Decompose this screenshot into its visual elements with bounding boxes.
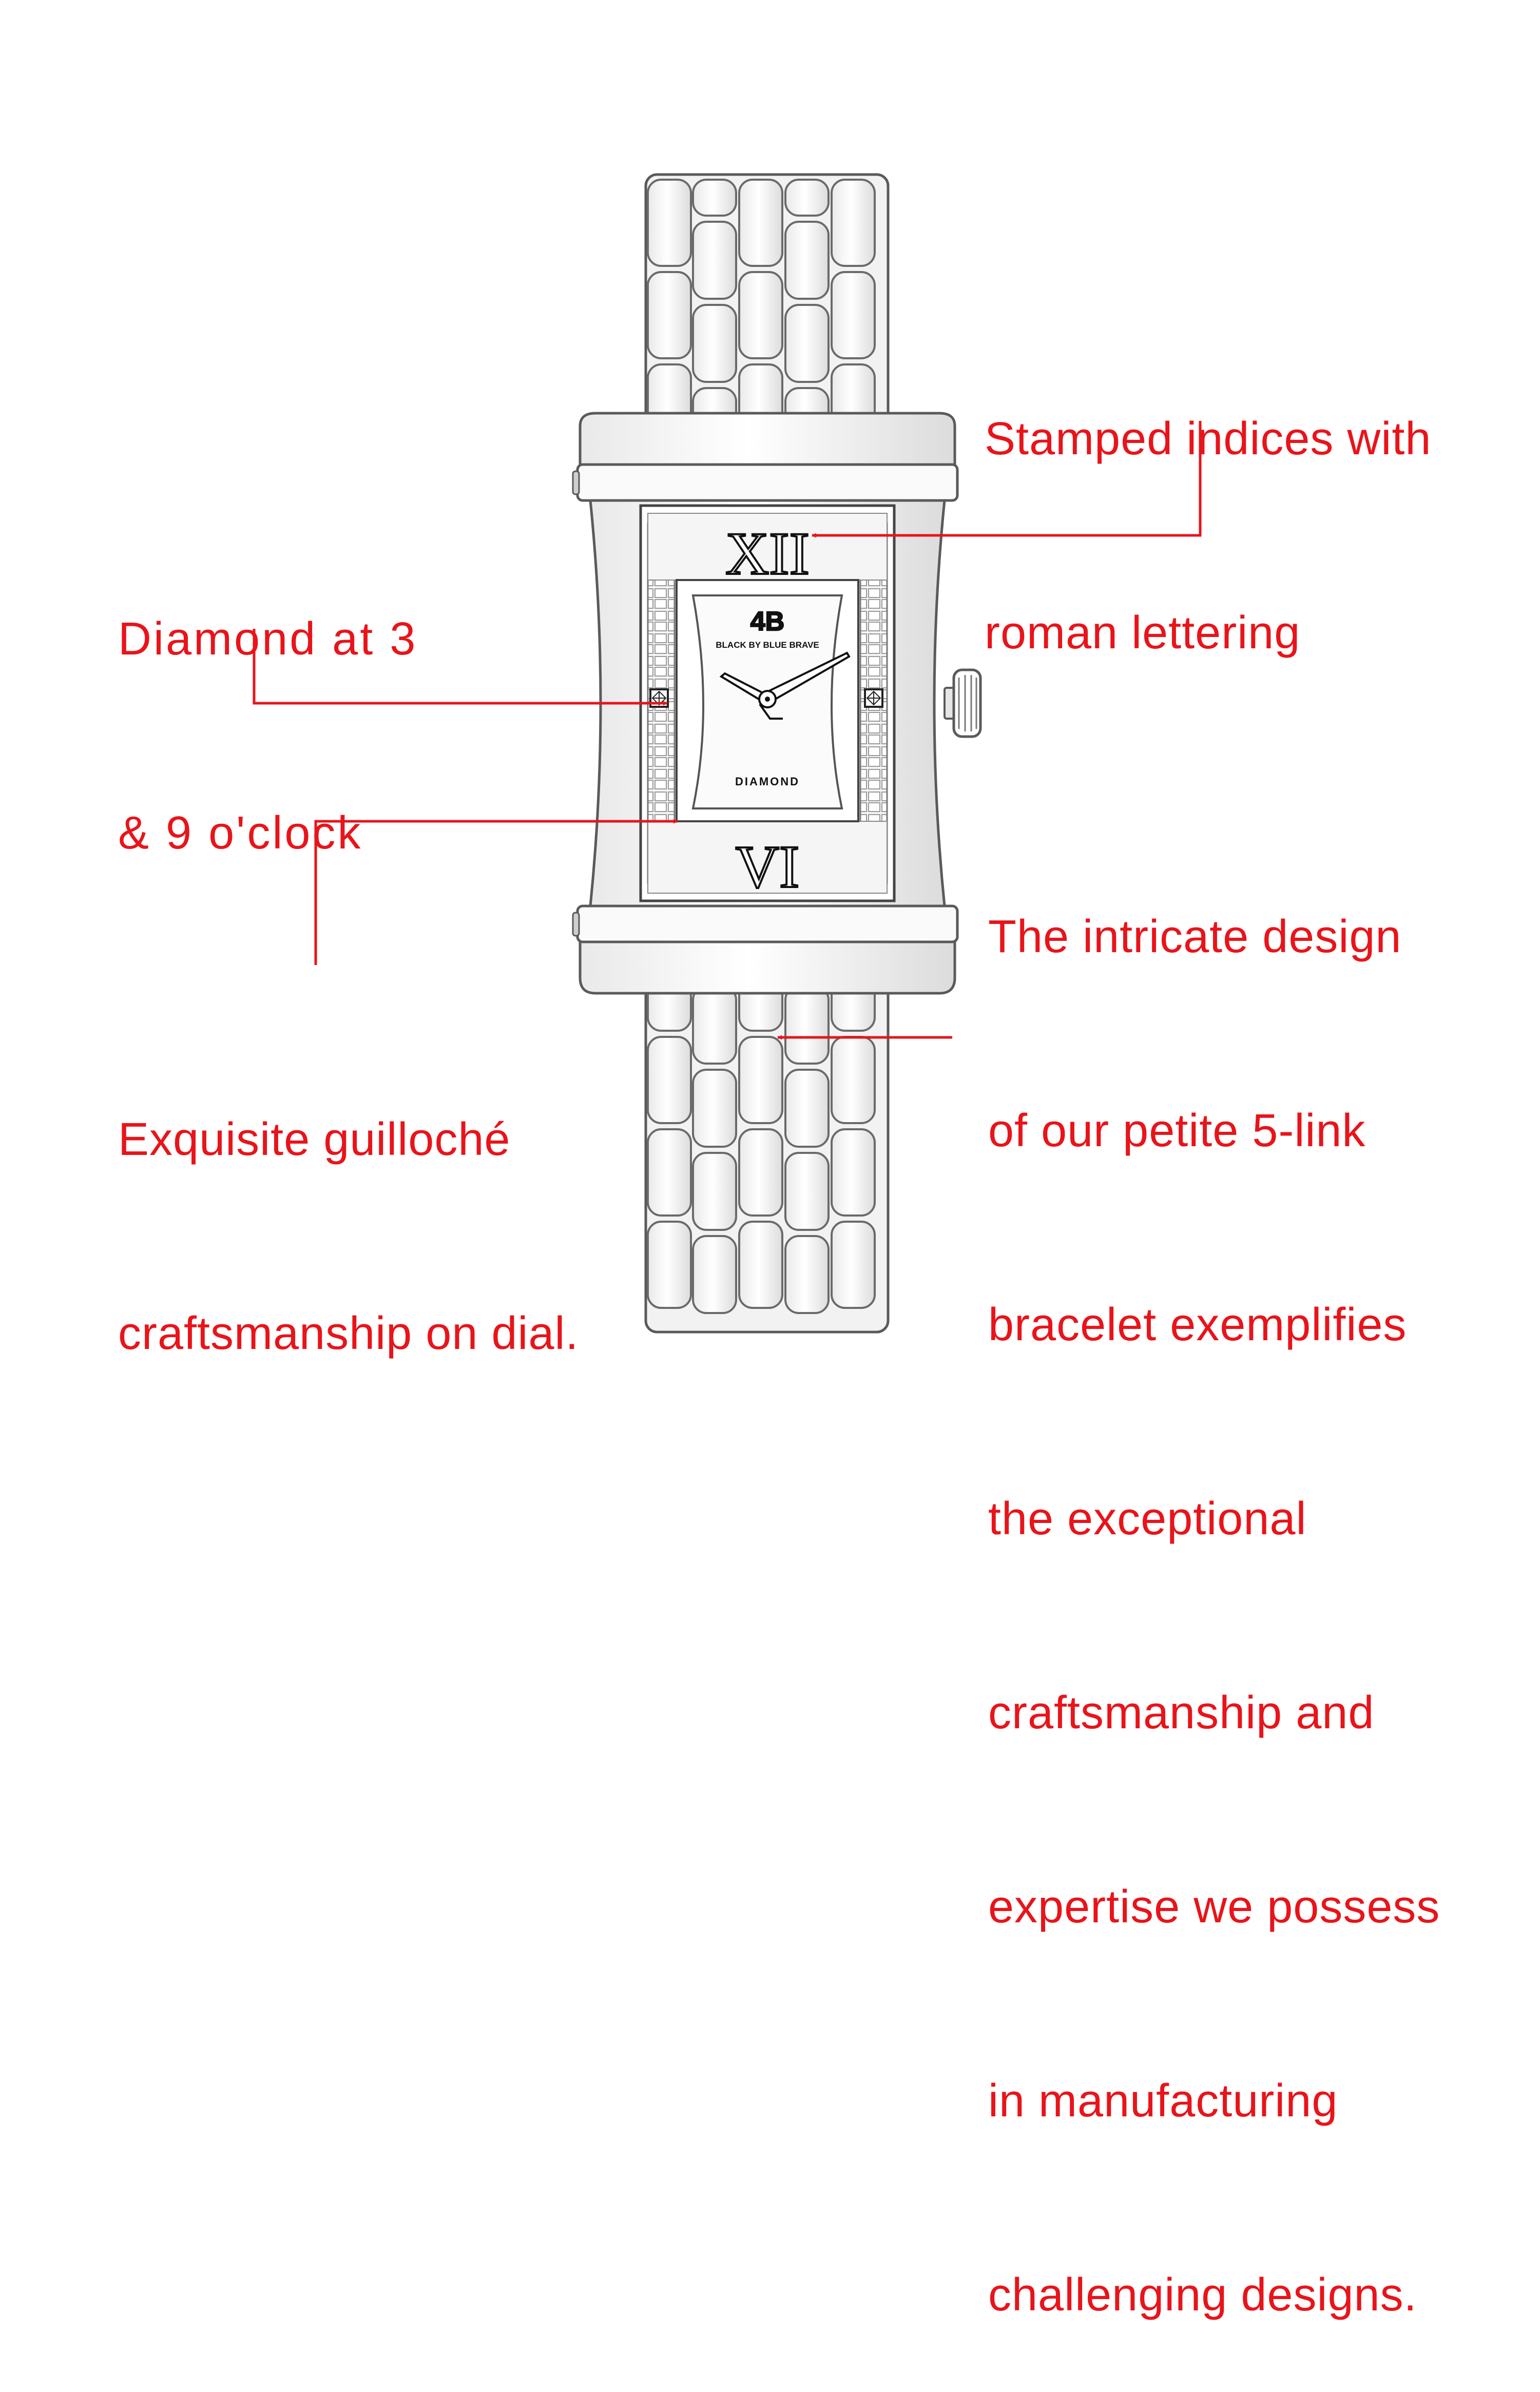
- callout-line: challenging designs.: [988, 2269, 1417, 2321]
- callout-leaders: [253, 421, 1202, 1040]
- callout-line: bracelet exemplifies: [988, 1299, 1407, 1351]
- leader-diamond: [253, 629, 668, 706]
- callout-line: in manufacturing: [988, 2075, 1338, 2127]
- callout-line: craftsmanship on dial.: [118, 1308, 579, 1359]
- dial: XII VI 4B BLACK BY BLUE BRAVE DIAMOND: [639, 504, 896, 902]
- leader-indices: [812, 421, 1202, 538]
- watch-hands: [719, 651, 851, 720]
- bracelet-link: [831, 1128, 876, 1217]
- callout-line: of our petite 5-link: [988, 1105, 1366, 1156]
- bracelet-link: [738, 1036, 783, 1124]
- bracelet-link: [831, 1221, 876, 1309]
- bracelet-link: [647, 179, 692, 267]
- bracelet-link: [738, 1221, 783, 1309]
- bracelet-link: [692, 179, 737, 217]
- bracelet-link: [738, 1128, 783, 1217]
- index-vi: VI: [736, 833, 800, 900]
- bracelet-link: [647, 1036, 692, 1124]
- index-xii: XII: [725, 520, 810, 587]
- diamond-3-oclock: [864, 688, 883, 708]
- callout-line: expertise we possess: [988, 1881, 1440, 1933]
- callout-line: craftsmanship and: [988, 1687, 1375, 1739]
- bracelet-link: [784, 221, 830, 300]
- bracelet-link: [784, 1069, 830, 1148]
- leader-guilloche: [314, 819, 678, 965]
- crown: [944, 668, 982, 738]
- pin-bottom-left: [572, 912, 580, 937]
- bracelet-link: [738, 271, 783, 359]
- dial-label: DIAMOND: [735, 775, 800, 788]
- callout-line: Stamped indices with: [985, 413, 1432, 465]
- bracelet-link: [784, 1235, 830, 1314]
- bracelet-link: [692, 1069, 737, 1148]
- bracelet-link: [647, 1221, 692, 1309]
- bracelet-lower: [644, 938, 890, 1334]
- bracelet-link: [692, 986, 737, 1065]
- pin-top-left: [572, 470, 580, 495]
- bracelet-link: [831, 271, 876, 359]
- seconds-tail: [759, 703, 783, 720]
- dial-upper-panel: [647, 513, 888, 581]
- callout-bracelet: The intricate design of our petite 5-lin…: [988, 775, 1440, 2392]
- bracelet-link: [831, 1036, 876, 1124]
- bracelet-link: [647, 271, 692, 359]
- bracelet-link: [784, 1152, 830, 1231]
- callout-guilloche: Exquisite guilloché craftsmanship on dia…: [118, 978, 579, 1431]
- brand-name: BLACK BY BLUE BRAVE: [716, 640, 819, 650]
- case-band-bottom: [576, 904, 959, 943]
- bracelet-link: [738, 179, 783, 267]
- callout-stamped-indices: Stamped indices with roman lettering: [985, 277, 1431, 730]
- callout-line: & 9 o'clock: [118, 807, 363, 859]
- lug-top: [579, 412, 956, 471]
- bracelet-link: [692, 1152, 737, 1231]
- bracelet-link: [692, 1235, 737, 1314]
- bracelet-link: [831, 179, 876, 267]
- bracelet-link: [784, 986, 830, 1065]
- callout-diamond: Diamond at 3 & 9 o'clock: [118, 477, 417, 930]
- bracelet-link: [784, 304, 830, 383]
- callout-line: Exquisite guilloché: [118, 1114, 511, 1165]
- bracelet-link: [692, 304, 737, 383]
- bracelet-link: [692, 221, 737, 300]
- callout-line: Diamond at 3: [118, 613, 418, 665]
- brand-logo: 4B: [750, 607, 784, 636]
- bracelet-link: [784, 179, 830, 217]
- callout-line: roman lettering: [985, 607, 1301, 659]
- callout-line: The intricate design: [988, 911, 1402, 962]
- lug-bottom: [579, 935, 956, 995]
- watch-diagram: XII VI 4B BLACK BY BLUE BRAVE DIAMOND: [253, 173, 1202, 1334]
- case-band-top: [576, 463, 959, 502]
- callout-line: the exceptional: [988, 1493, 1307, 1545]
- bracelet-link: [647, 1128, 692, 1217]
